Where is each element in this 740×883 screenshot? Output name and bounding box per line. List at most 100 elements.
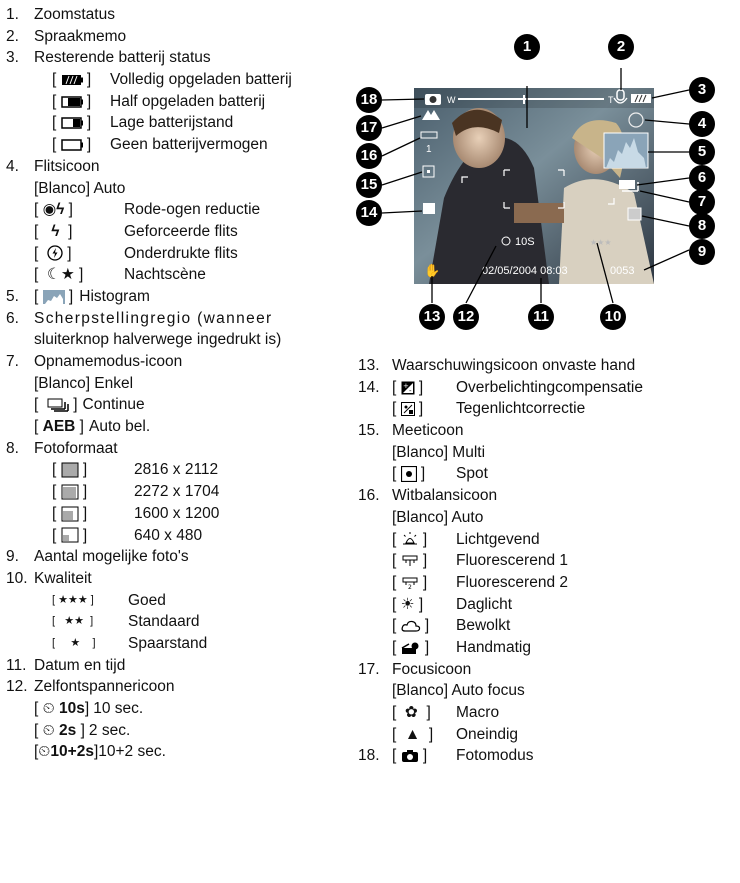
continuous-shot-icon: [ ] (34, 396, 78, 414)
callout-12: 12 (453, 304, 479, 330)
spot-meter-icon: [ ] (392, 465, 426, 483)
lcd-screen-diagram: W T 1 ✋ (334, 28, 734, 350)
list-item: 5.[ ]Histogram (6, 286, 336, 308)
aeb-icon: [ AEB ] (34, 418, 84, 436)
callout-6: 6 (689, 165, 715, 191)
list-item: 8.Fotoformaat (6, 439, 118, 457)
list-item: [Blanco] Multi (392, 443, 486, 461)
list-item: 3.Resterende batterij status (6, 49, 211, 67)
list-item: [Blanco] Auto (392, 508, 484, 526)
callout-7: 7 (689, 189, 715, 215)
list-item: 7.Opnamemodus-icoon (6, 353, 183, 370)
battery-full-icon: [ ] (52, 71, 92, 89)
list-item: [ ★ ]Spaarstand (6, 633, 336, 655)
zoom-t-label: T (608, 95, 614, 105)
wb-number: 1 (426, 144, 432, 155)
list-item: 12.Zelfontspannericoon (6, 678, 175, 696)
list-item: 18.[ ]Fotomodus (358, 745, 736, 767)
callout-2: 2 (608, 34, 634, 60)
list-item: [ ]640 x 480 (6, 525, 336, 547)
camera-mode-icon: [ ] (392, 747, 428, 765)
svg-text:2: 2 (408, 584, 412, 590)
callout-11: 11 (528, 304, 554, 330)
list-item: [ ]2272 x 1704 (6, 481, 336, 503)
list-item: 9.Aantal mogelijke foto's (6, 548, 189, 566)
list-item: [ ]Tegenlichtcorrectie (358, 398, 736, 420)
list-item: 13.Waarschuwingsicoon onvaste hand (358, 357, 636, 374)
callout-13: 13 (419, 304, 445, 330)
timer-10-2s-icon: [⏲10+2s] (34, 743, 99, 761)
list-item: [ ]Fluorescerend 1 (358, 550, 736, 572)
red-eye-flash-icon: [ ◉ϟ ] (34, 201, 73, 219)
list-item: [ ]Spot (358, 463, 736, 485)
callout-15: 15 (356, 172, 382, 198)
list-item: 1.Zoomstatus (6, 6, 115, 23)
list-item: [ ✿ ]Macro (358, 702, 736, 724)
size-2816-icon: [ ] (52, 461, 88, 479)
list-item: 11.Datum en tijd (6, 656, 126, 674)
list-item: [ ]Geen batterijvermogen (6, 134, 336, 156)
quality-good-icon: [ ★★★ ] (52, 593, 94, 606)
list-item: [ ]Bewolkt (358, 615, 736, 637)
list-item: 6.Scherpstellingregio (wanneer (6, 309, 273, 327)
list-item: [Blanco] Auto focus (392, 682, 525, 700)
callout-18: 18 (356, 87, 382, 113)
list-item: [ ◉ϟ ]Rode-ogen reductie (6, 199, 336, 221)
backlight-icon: [ ] (392, 400, 424, 418)
list-item: [ ☾★ ]Nachtscène (6, 264, 336, 286)
flash-off-icon: [ ] (34, 244, 72, 262)
list-item: [ ]2816 x 2112 (6, 459, 336, 481)
timer-2s-icon: [ ⏲ 2s ] (34, 721, 85, 739)
battery-empty-icon: [ ] (52, 136, 92, 154)
list-item: [ ]Lichtgevend (358, 529, 736, 551)
battery-half-icon: [ ] (52, 92, 92, 110)
list-item: [ AEB ]Auto bel. (6, 416, 336, 438)
macro-icon: [ ✿ ] (392, 704, 431, 721)
list-item: 2.Spraakmemo (6, 27, 127, 45)
list-item: [ ⏲ 2s ]2 sec. (6, 720, 336, 742)
fluorescent1-icon: [ ] (392, 552, 428, 570)
cloudy-icon: [ ] (392, 617, 430, 635)
callout-16: 16 (356, 143, 382, 169)
callout-14: 14 (356, 200, 382, 226)
callout-5: 5 (689, 139, 715, 165)
svg-text:-: - (409, 387, 412, 395)
fluorescent2-icon: [ 2 ] (392, 573, 428, 591)
list-item: [ 2 ]Fluorescerend 2 (358, 572, 736, 594)
list-item: 4.Flitsicoon (6, 157, 100, 175)
size-640-icon: [ ] (52, 526, 88, 544)
battery-low-icon: [ ] (52, 114, 92, 132)
incandescent-icon: [ ] (392, 530, 428, 548)
callout-9: 9 (689, 239, 715, 265)
legend-right-column: 13.Waarschuwingsicoon onvaste hand 14.[ … (358, 355, 736, 767)
list-item: [ ]Lage batterijstand (6, 112, 336, 134)
list-item: 15.Meeticoon (358, 422, 464, 440)
list-item: [ ]Onderdrukte flits (6, 243, 336, 265)
lcd-screen-svg: W T 1 ✋ (381, 68, 690, 304)
list-item: [Blanco] Enkel (34, 374, 134, 392)
callout-8: 8 (689, 213, 715, 239)
legend-left-column: 1.Zoomstatus 2.Spraakmemo 3.Resterende b… (6, 4, 336, 763)
quality-standard-icon: [ ★★ ] (52, 615, 94, 628)
list-item: [⏲10+2s]10+2 sec. (6, 741, 336, 763)
list-item: [ ★★ ]Standaard (6, 611, 336, 633)
list-item: [Blanco] Auto (34, 179, 126, 197)
size-2272-icon: [ ] (52, 483, 88, 501)
infinity-icon: [ ▲ ] (392, 725, 434, 743)
callout-1: 1 (514, 34, 540, 60)
list-item: [ ]Half opgeladen batterij (6, 91, 336, 113)
list-item: sluiterknop halverwege ingedrukt is) (34, 331, 282, 349)
list-item: [ ⏲ 10s]10 sec. (6, 698, 336, 720)
list-item: 14.[ +- ]Overbelichtingcompensatie (358, 377, 736, 399)
datetime-readout: 02/05/2004 08:03 (482, 265, 568, 277)
callout-3: 3 (689, 77, 715, 103)
list-item: [ ]1600 x 1200 (6, 503, 336, 525)
svg-text:+: + (403, 382, 409, 390)
list-item: 17.Focusicoon (358, 660, 472, 678)
list-item: [ ☀ ]Daglicht (358, 594, 736, 616)
list-item: [ ]Continue (6, 394, 336, 416)
list-item: 16.Witbalansicoon (358, 487, 498, 505)
timer-readout: 10S (515, 236, 535, 248)
quality-economy-icon: [ ★ ] (52, 636, 96, 649)
size-1600-icon: [ ] (52, 504, 88, 522)
